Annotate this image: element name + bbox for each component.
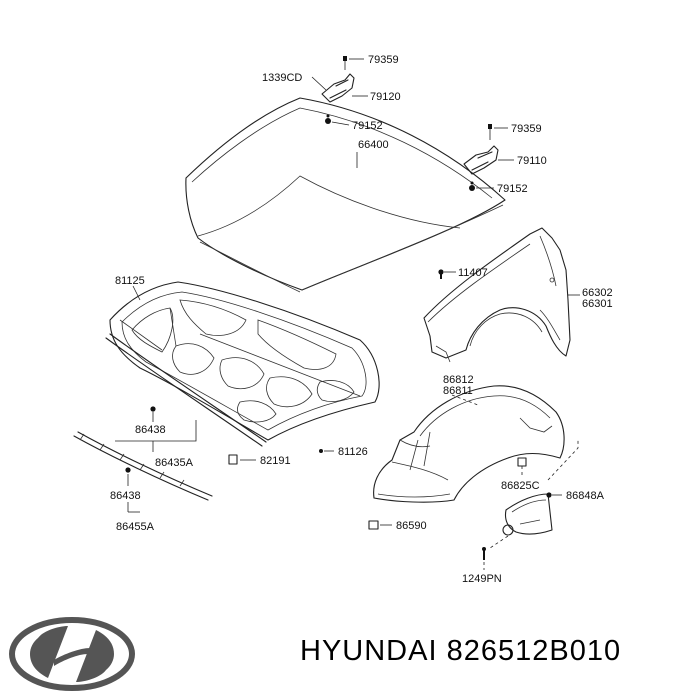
label-86455a: 86455A xyxy=(116,521,155,533)
label-82191: 82191 xyxy=(260,455,291,467)
label-1249pn: 1249PN xyxy=(462,573,502,585)
label-79110: 79110 xyxy=(517,155,547,167)
label-81125: 81125 xyxy=(115,275,145,287)
hood-hinge-left xyxy=(321,56,355,124)
label-66302: 66302 xyxy=(582,287,613,299)
label-86811: 86811 xyxy=(443,385,473,397)
label-66301: 66301 xyxy=(582,298,613,310)
hyundai-logo-icon xyxy=(9,617,135,691)
wheel-guard-liner xyxy=(373,385,565,503)
footer-part-title: HYUNDAI 826512B010 xyxy=(300,635,621,668)
part-number: 826512B010 xyxy=(446,635,622,667)
label-86435a: 86435A xyxy=(155,457,194,469)
label-86438-a: 86438 xyxy=(135,424,166,436)
label-86848a: 86848A xyxy=(566,490,605,502)
label-66400: 66400 xyxy=(358,139,389,151)
front-fender xyxy=(423,227,571,363)
label-86438-b: 86438 xyxy=(110,490,141,502)
label-1339cd: 1339CD xyxy=(262,72,302,84)
label-86812: 86812 xyxy=(443,374,474,386)
label-86825c: 86825C xyxy=(501,480,540,492)
mud-guard xyxy=(504,493,553,535)
label-11407: 11407 xyxy=(458,267,488,279)
hood-insulator xyxy=(109,281,380,441)
label-79359-right: 79359 xyxy=(511,123,542,135)
brand-name: HYUNDAI xyxy=(300,635,438,667)
callout-labels: 79359 1339CD 79120 79152 66400 79359 791… xyxy=(110,54,613,585)
label-79120: 79120 xyxy=(370,91,401,103)
hood-panel xyxy=(185,97,506,293)
weatherstrip-lower xyxy=(73,431,213,501)
label-86590: 86590 xyxy=(396,520,427,532)
label-79359-top: 79359 xyxy=(368,54,399,66)
label-79152-top: 79152 xyxy=(352,120,383,132)
weatherstrip-upper xyxy=(105,333,267,447)
hardware xyxy=(125,269,552,560)
hood-hinge-right xyxy=(463,124,499,191)
label-79152-right: 79152 xyxy=(497,183,528,195)
label-81126: 81126 xyxy=(338,446,368,458)
leader-lines xyxy=(115,58,580,570)
